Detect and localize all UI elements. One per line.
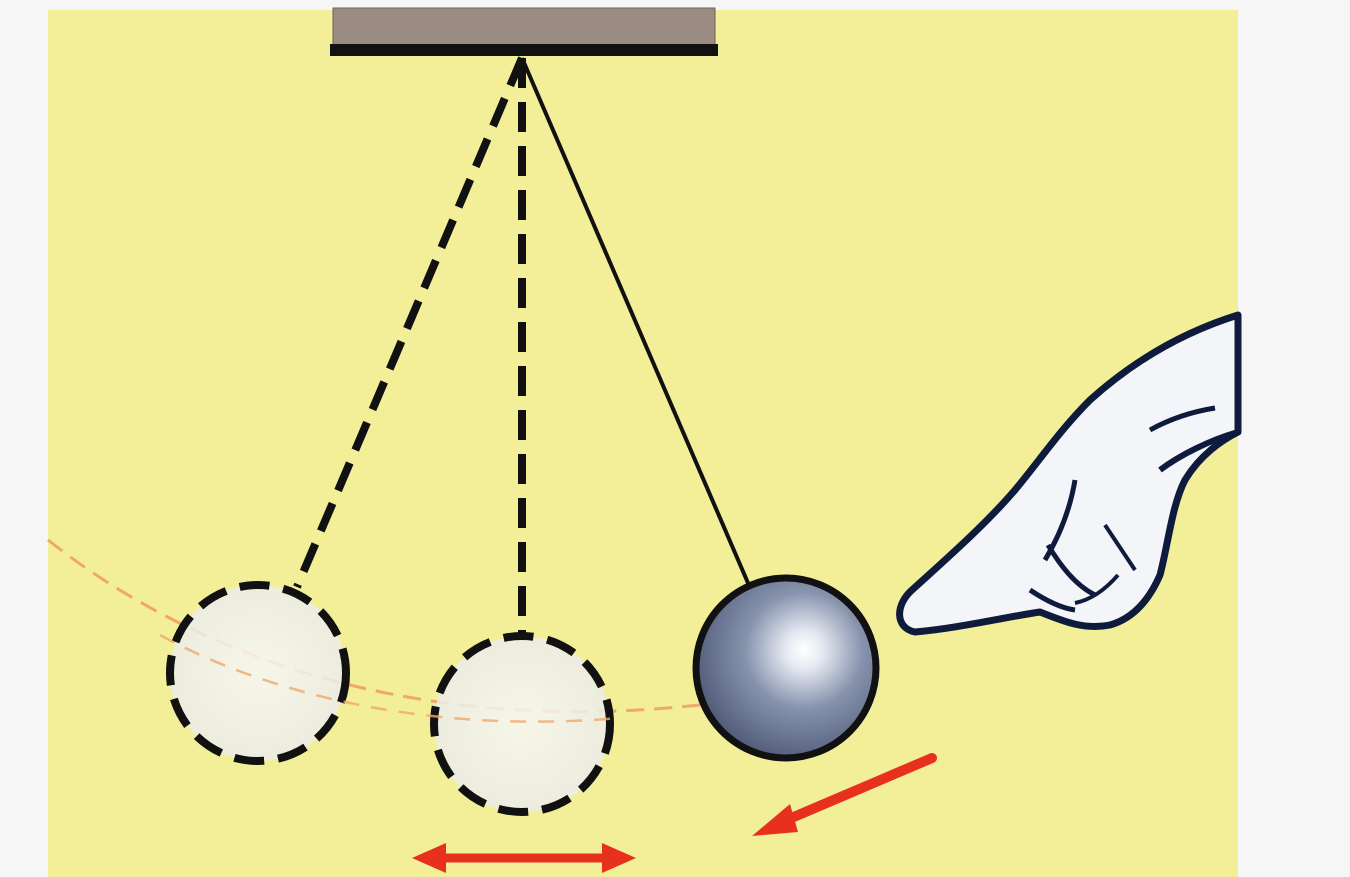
ghost-ball-left	[170, 585, 346, 761]
ghost-ball-center	[434, 636, 610, 812]
ceiling-support	[330, 8, 718, 56]
pendulum-ball	[696, 578, 876, 758]
